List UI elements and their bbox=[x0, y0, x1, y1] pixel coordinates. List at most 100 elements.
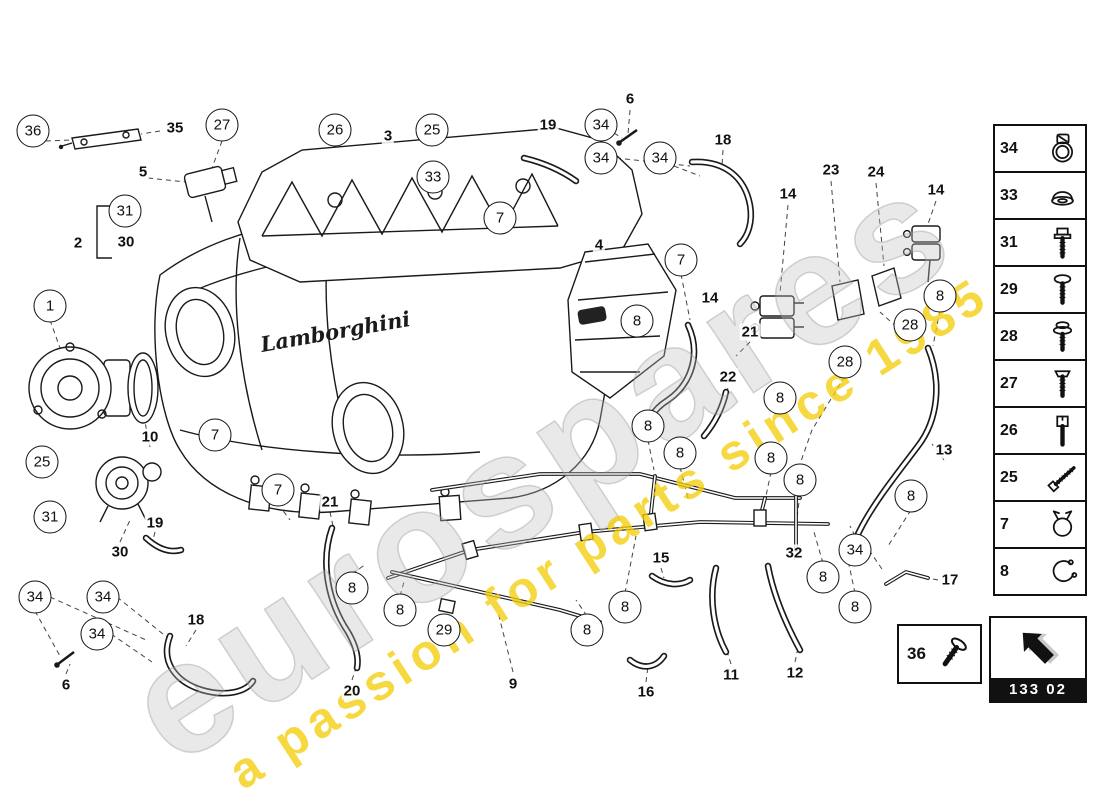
legend-item-25[interactable]: 25 bbox=[995, 455, 1085, 502]
callout-4[interactable]: 4 bbox=[592, 236, 606, 254]
callout-34[interactable]: 34 bbox=[18, 580, 52, 614]
hoses bbox=[142, 154, 940, 697]
callout-24[interactable]: 24 bbox=[865, 163, 887, 181]
callout-21[interactable]: 21 bbox=[739, 323, 761, 341]
callout-25[interactable]: 25 bbox=[415, 113, 449, 147]
callout-17[interactable]: 17 bbox=[939, 571, 961, 589]
callout-9[interactable]: 9 bbox=[506, 675, 520, 693]
callout-34[interactable]: 34 bbox=[584, 141, 618, 175]
callout-16[interactable]: 16 bbox=[635, 683, 657, 701]
callout-8[interactable]: 8 bbox=[806, 560, 840, 594]
callout-8[interactable]: 8 bbox=[620, 304, 654, 338]
callout-18[interactable]: 18 bbox=[185, 611, 207, 629]
callout-18[interactable]: 18 bbox=[712, 131, 734, 149]
legend-item-number: 8 bbox=[1000, 562, 1009, 580]
callout-34[interactable]: 34 bbox=[584, 108, 618, 142]
callout-8[interactable]: 8 bbox=[763, 381, 797, 415]
callout-29[interactable]: 29 bbox=[427, 613, 461, 647]
callout-12[interactable]: 12 bbox=[784, 664, 806, 682]
legend-item-number: 29 bbox=[1000, 280, 1018, 298]
back-arrow-icon[interactable] bbox=[991, 618, 1085, 678]
throttle-body bbox=[28, 342, 131, 430]
callout-6[interactable]: 6 bbox=[59, 676, 73, 694]
diagram-nav-box[interactable]: 133 02 bbox=[989, 616, 1087, 703]
callout-22[interactable]: 22 bbox=[717, 368, 739, 386]
callout-7[interactable]: 7 bbox=[261, 473, 295, 507]
callout-8[interactable]: 8 bbox=[894, 479, 928, 513]
callout-14[interactable]: 14 bbox=[925, 181, 947, 199]
callout-31[interactable]: 31 bbox=[108, 194, 142, 228]
callout-30[interactable]: 30 bbox=[115, 233, 137, 251]
washer-screw-icon bbox=[1045, 319, 1080, 354]
callout-11[interactable]: 11 bbox=[721, 666, 741, 684]
callout-26[interactable]: 26 bbox=[318, 113, 352, 147]
legend-item-33[interactable]: 33 bbox=[995, 173, 1085, 220]
callout-28[interactable]: 28 bbox=[893, 308, 927, 342]
legend-item-7[interactable]: 7 bbox=[995, 502, 1085, 549]
callout-28[interactable]: 28 bbox=[828, 345, 862, 379]
legend-item-34[interactable]: 34 bbox=[995, 126, 1085, 173]
callout-7[interactable]: 7 bbox=[664, 243, 698, 277]
callout-10[interactable]: 10 bbox=[139, 428, 161, 446]
callout-13[interactable]: 13 bbox=[933, 441, 955, 459]
callout-8[interactable]: 8 bbox=[631, 409, 665, 443]
callout-6[interactable]: 6 bbox=[623, 90, 637, 108]
callout-27[interactable]: 27 bbox=[205, 108, 239, 142]
callout-8[interactable]: 8 bbox=[570, 613, 604, 647]
callout-8[interactable]: 8 bbox=[838, 590, 872, 624]
callout-7[interactable]: 7 bbox=[198, 418, 232, 452]
bracket-2 bbox=[96, 205, 112, 259]
callout-21[interactable]: 21 bbox=[319, 493, 341, 511]
callout-8[interactable]: 8 bbox=[663, 436, 697, 470]
legend-item-number: 34 bbox=[1000, 139, 1018, 157]
callout-32[interactable]: 32 bbox=[783, 544, 805, 562]
legend-item-8[interactable]: 8 bbox=[995, 549, 1085, 594]
callout-8[interactable]: 8 bbox=[754, 441, 788, 475]
legend-36-icon bbox=[932, 634, 972, 674]
callout-34[interactable]: 34 bbox=[838, 533, 872, 567]
spring-clamp-icon bbox=[1045, 507, 1080, 542]
legend-item-27[interactable]: 27 bbox=[995, 361, 1085, 408]
callout-35[interactable]: 35 bbox=[164, 119, 186, 137]
callout-1[interactable]: 1 bbox=[33, 289, 67, 323]
callout-34[interactable]: 34 bbox=[86, 580, 120, 614]
legend-item-number: 7 bbox=[1000, 515, 1009, 533]
legend-item-29[interactable]: 29 bbox=[995, 267, 1085, 314]
callout-2[interactable]: 2 bbox=[71, 234, 85, 252]
solenoid-valves-left bbox=[750, 279, 865, 339]
callout-19[interactable]: 19 bbox=[537, 116, 559, 134]
callout-25[interactable]: 25 bbox=[25, 445, 59, 479]
callout-8[interactable]: 8 bbox=[608, 590, 642, 624]
callout-8[interactable]: 8 bbox=[923, 279, 957, 313]
callout-19[interactable]: 19 bbox=[144, 514, 166, 532]
sensor-5 bbox=[183, 165, 238, 223]
callout-23[interactable]: 23 bbox=[820, 161, 842, 179]
screw-6-top bbox=[616, 128, 638, 146]
callout-8[interactable]: 8 bbox=[383, 593, 417, 627]
callout-30[interactable]: 30 bbox=[109, 543, 131, 561]
callout-15[interactable]: 15 bbox=[650, 549, 672, 567]
legend-item-36[interactable]: 36 bbox=[897, 624, 982, 684]
callout-34[interactable]: 34 bbox=[80, 617, 114, 651]
callout-5[interactable]: 5 bbox=[136, 163, 150, 181]
callout-31[interactable]: 31 bbox=[33, 500, 67, 534]
pan-screw-icon bbox=[1045, 366, 1080, 401]
legend-item-28[interactable]: 28 bbox=[995, 314, 1085, 361]
legend-item-31[interactable]: 31 bbox=[995, 220, 1085, 267]
callout-36[interactable]: 36 bbox=[16, 114, 50, 148]
callout-8[interactable]: 8 bbox=[783, 463, 817, 497]
callout-34[interactable]: 34 bbox=[643, 141, 677, 175]
callout-14[interactable]: 14 bbox=[699, 289, 721, 307]
callout-20[interactable]: 20 bbox=[341, 682, 363, 700]
callout-8[interactable]: 8 bbox=[335, 571, 369, 605]
legend-item-number: 25 bbox=[1000, 468, 1018, 486]
callout-7[interactable]: 7 bbox=[483, 201, 517, 235]
legend-item-number: 27 bbox=[1000, 374, 1018, 392]
callout-14[interactable]: 14 bbox=[777, 185, 799, 203]
callout-3[interactable]: 3 bbox=[381, 127, 395, 145]
callout-33[interactable]: 33 bbox=[416, 160, 450, 194]
legend-item-number: 28 bbox=[1000, 327, 1018, 345]
legend-item-26[interactable]: 26 bbox=[995, 408, 1085, 455]
